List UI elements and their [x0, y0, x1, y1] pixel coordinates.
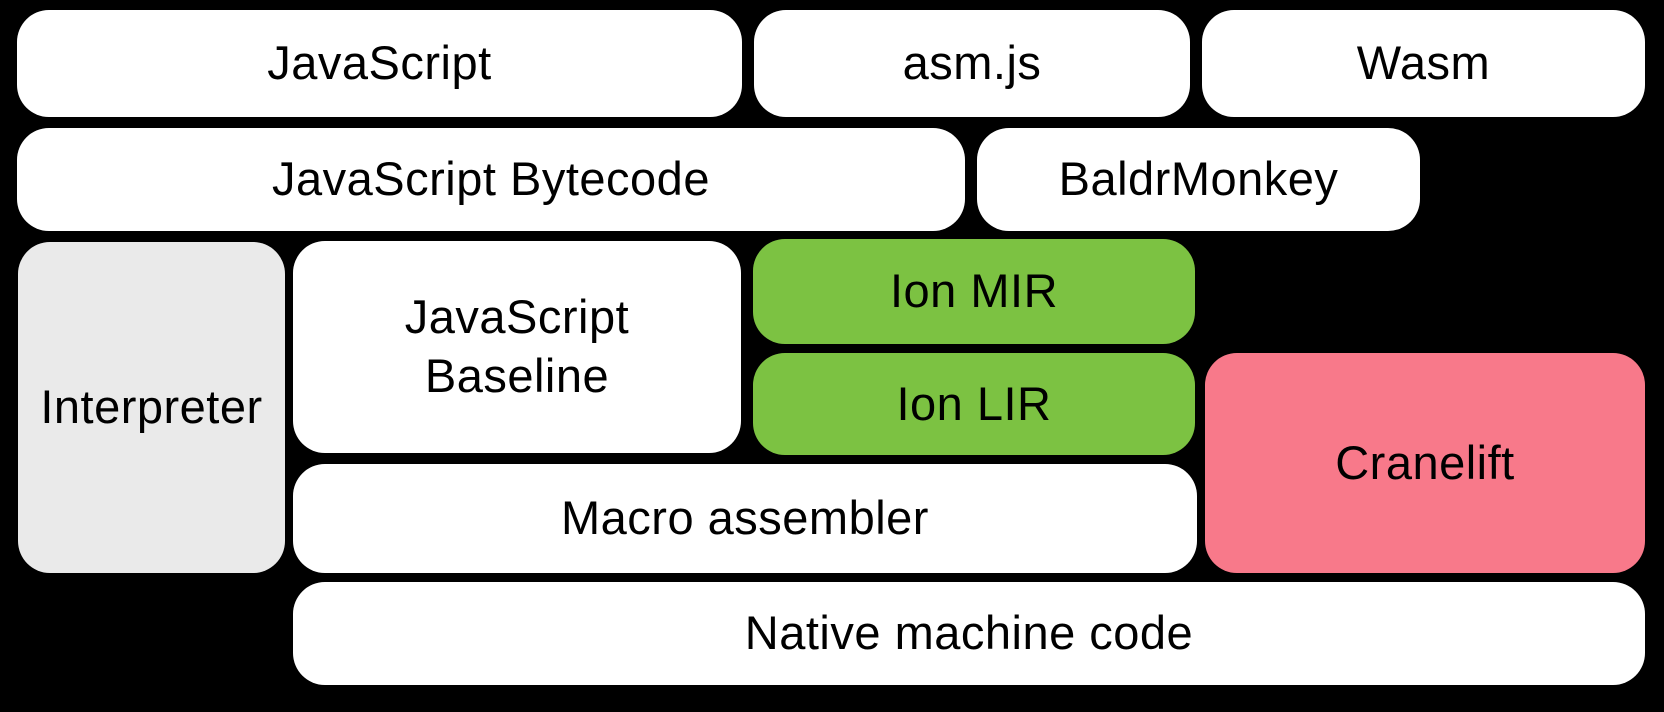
box-javascript: JavaScript [17, 10, 742, 117]
box-baldrmonkey: BaldrMonkey [977, 128, 1420, 231]
box-javascript-baseline-line2: Baseline [424, 349, 610, 402]
box-native-machine-code-label: Native machine code [744, 606, 1194, 660]
box-cranelift: Cranelift [1205, 353, 1645, 573]
box-macro-assembler-label: Macro assembler [561, 491, 929, 545]
box-native-machine-code: Native machine code [293, 582, 1645, 685]
box-ion-mir-label: Ion MIR [889, 264, 1059, 318]
box-macro-assembler: Macro assembler [293, 464, 1197, 573]
box-javascript-baseline-line1: JavaScript [404, 290, 630, 344]
box-cranelift-label: Cranelift [1335, 435, 1515, 489]
box-interpreter: Interpreter [18, 242, 285, 573]
box-javascript-baseline: JavaScript Baseline [293, 241, 741, 453]
box-wasm-label: Wasm [1356, 36, 1491, 90]
box-baldrmonkey-label: BaldrMonkey [1058, 152, 1339, 206]
box-ion-mir: Ion MIR [753, 239, 1195, 344]
box-javascript-label: JavaScript [267, 36, 492, 90]
box-javascript-bytecode: JavaScript Bytecode [17, 128, 965, 231]
box-asmjs-label: asm.js [902, 36, 1042, 90]
box-wasm: Wasm [1202, 10, 1645, 117]
box-interpreter-label: Interpreter [40, 380, 263, 434]
box-ion-lir-label: Ion LIR [896, 376, 1052, 430]
box-ion-lir: Ion LIR [753, 353, 1195, 455]
box-asmjs: asm.js [754, 10, 1190, 117]
box-javascript-bytecode-label: JavaScript Bytecode [272, 152, 710, 206]
